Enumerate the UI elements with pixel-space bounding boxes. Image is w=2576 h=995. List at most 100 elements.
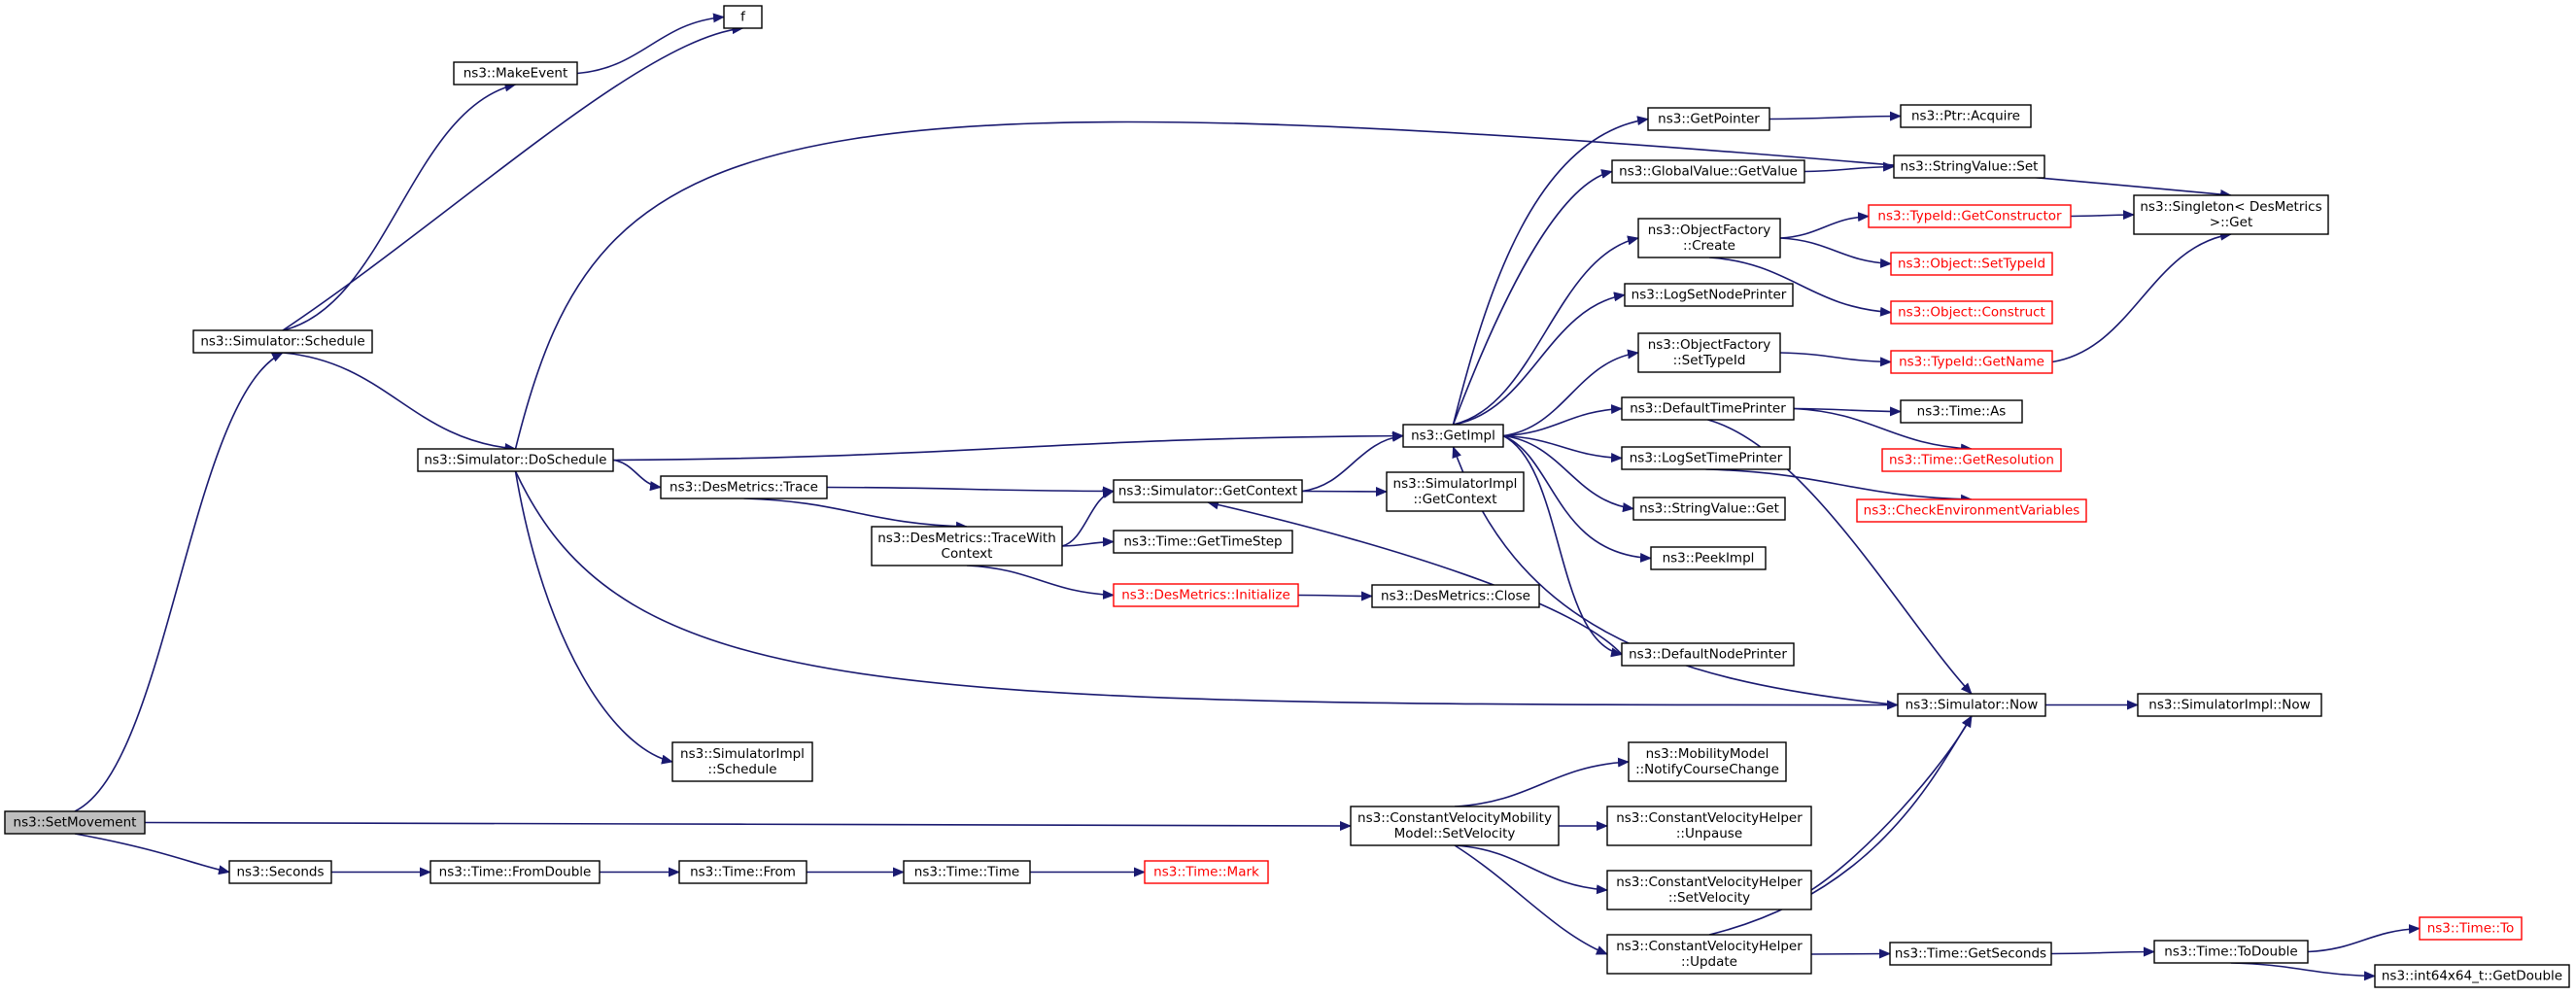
- node-box: [1621, 396, 1795, 421]
- node-typeid-getconstructor[interactable]: ns3::TypeId::GetConstructor: [1868, 204, 2072, 228]
- node-box: [228, 860, 332, 884]
- node-time-to[interactable]: ns3::Time::To: [2419, 916, 2523, 941]
- node-box: [1647, 107, 1770, 131]
- node-box: [671, 741, 813, 782]
- node-schedule[interactable]: ns3::Simulator::Schedule: [192, 329, 373, 354]
- node-box: [1611, 159, 1805, 184]
- edge-doschedule-to-sim_now: [514, 470, 1899, 710]
- node-doschedule[interactable]: ns3::Simulator::DoSchedule: [417, 448, 614, 472]
- node-ptr-acquire[interactable]: ns3::Ptr::Acquire: [1900, 104, 2032, 128]
- edge-getimpl-to-getpointer: [1452, 116, 1649, 426]
- node-of-create[interactable]: ns3::ObjectFactory::Create: [1637, 218, 1781, 258]
- node-cvh-setvelocity[interactable]: ns3::ConstantVelocityHelper::SetVelocity: [1606, 870, 1812, 910]
- node-box: [1606, 806, 1812, 846]
- node-box: [1856, 498, 2087, 523]
- node-typeid-getname[interactable]: ns3::TypeId::GetName: [1890, 350, 2053, 374]
- node-box: [1637, 218, 1781, 258]
- node-time-time[interactable]: ns3::Time::Time: [903, 860, 1031, 884]
- node-box: [453, 61, 578, 86]
- node-simimpl-schedule[interactable]: ns3::SimulatorImpl::Schedule: [671, 741, 813, 782]
- node-object-settypeid[interactable]: ns3::Object::SetTypeId: [1890, 252, 2053, 276]
- node-sv-get[interactable]: ns3::StringValue::Get: [1632, 497, 1786, 521]
- edge-getimpl-to-logsetnodeprinter: [1453, 292, 1626, 426]
- node-label: ::SetVelocity: [1668, 890, 1750, 906]
- node-label: ::Create: [1683, 238, 1735, 254]
- node-gv-getvalue[interactable]: ns3::GlobalValue::GetValue: [1611, 159, 1805, 184]
- node-label: ns3::Ptr::Acquire: [1911, 109, 2020, 124]
- node-desmetrics-trace[interactable]: ns3::DesMetrics::Trace: [660, 475, 828, 499]
- node-box: [429, 860, 601, 884]
- node-box: [1890, 252, 2053, 276]
- node-f[interactable]: f: [723, 5, 763, 29]
- node-setmovement[interactable]: ns3::SetMovement: [4, 810, 146, 835]
- edge-logsettimeprinter-to-checkenv: [1705, 468, 1973, 504]
- node-box: [1868, 204, 2072, 228]
- node-label: ns3::ConstantVelocityMobility: [1357, 810, 1552, 826]
- node-box: [1890, 300, 2053, 325]
- node-time-fromdouble[interactable]: ns3::Time::FromDouble: [429, 860, 601, 884]
- node-checkenv[interactable]: ns3::CheckEnvironmentVariables: [1856, 498, 2087, 523]
- node-gettimestep[interactable]: ns3::Time::GetTimeStep: [1113, 530, 1293, 554]
- edge-makeevent-to-f: [576, 13, 725, 75]
- node-singleton[interactable]: ns3::Singleton< DesMetrics>::Get: [2133, 194, 2329, 235]
- edge-typeid_getname-to-singleton: [2051, 230, 2232, 363]
- node-label: ns3::Singleton< DesMetrics: [2140, 199, 2321, 215]
- node-label: ns3::GlobalValue::GetValue: [1619, 164, 1798, 180]
- node-label: ns3::ConstantVelocityHelper: [1616, 939, 1803, 954]
- edge-getimpl-to-of_create: [1453, 235, 1639, 426]
- node-cvh-unpause[interactable]: ns3::ConstantVelocityHelper::Unpause: [1606, 806, 1812, 846]
- node-int64-getdouble[interactable]: ns3::int64x64_t::GetDouble: [2374, 964, 2570, 988]
- node-defaulttimeprinter[interactable]: ns3::DefaultTimePrinter: [1621, 396, 1795, 421]
- node-logsettimeprinter[interactable]: ns3::LogSetTimePrinter: [1621, 446, 1791, 470]
- node-label: ns3::SimulatorImpl: [680, 746, 805, 762]
- node-cvm-setvelocity[interactable]: ns3::ConstantVelocityMobilityModel::SetV…: [1350, 806, 1560, 846]
- node-logsetnodeprinter[interactable]: ns3::LogSetNodePrinter: [1624, 283, 1794, 307]
- node-defaultnodeprinter[interactable]: ns3::DefaultNodePrinter: [1621, 642, 1795, 667]
- node-time-mark[interactable]: ns3::Time::Mark: [1144, 860, 1269, 884]
- node-box: [723, 5, 763, 29]
- node-label: ns3::Simulator::DoSchedule: [425, 453, 607, 468]
- node-getcontext[interactable]: ns3::Simulator::GetContext: [1113, 479, 1303, 503]
- node-time-from[interactable]: ns3::Time::From: [678, 860, 807, 884]
- edge-getcontext-to-simimpl_getcontext: [1301, 486, 1388, 497]
- node-time-todouble[interactable]: ns3::Time::ToDouble: [2153, 940, 2309, 964]
- node-label: ::GetContext: [1413, 492, 1496, 507]
- node-time-getseconds[interactable]: ns3::Time::GetSeconds: [1889, 942, 2052, 966]
- node-dm-close[interactable]: ns3::DesMetrics::Close: [1371, 584, 1540, 608]
- edge-defaulttimeprinter-to-time_as: [1793, 406, 1902, 417]
- edge-getimpl-to-sv_get: [1502, 434, 1634, 513]
- node-peekimpl[interactable]: ns3::PeekImpl: [1650, 546, 1767, 570]
- node-seconds[interactable]: ns3::Seconds: [228, 860, 332, 884]
- node-mm-notify[interactable]: ns3::MobilityModel::NotifyCourseChange: [1628, 741, 1787, 782]
- node-box: [1350, 806, 1560, 846]
- node-sim-now[interactable]: ns3::Simulator::Now: [1897, 693, 2046, 717]
- node-sv-set[interactable]: ns3::StringValue::Set: [1893, 154, 2045, 179]
- edge-getimpl-to-logsettimeprinter: [1502, 434, 1623, 463]
- node-label: ns3::Object::Construct: [1898, 305, 2045, 321]
- node-label: ns3::GetImpl: [1411, 429, 1495, 444]
- node-time-as[interactable]: ns3::Time::As: [1900, 399, 2023, 424]
- node-box: [1628, 741, 1787, 782]
- node-of-settypeid[interactable]: ns3::ObjectFactory::SetTypeId: [1637, 332, 1781, 373]
- node-getimpl[interactable]: ns3::GetImpl: [1402, 424, 1504, 448]
- node-makeevent[interactable]: ns3::MakeEvent: [453, 61, 578, 86]
- edge-getimpl-to-defaulttimeprinter: [1502, 404, 1623, 437]
- nodes: ns3::SetMovement ns3::Simulator::Schedule…: [4, 5, 2570, 988]
- edge-getimpl-to-peekimpl: [1502, 434, 1652, 563]
- node-getpointer[interactable]: ns3::GetPointer: [1647, 107, 1770, 131]
- edge-dm_initialize-to-dm_close: [1297, 591, 1373, 601]
- node-object-construct[interactable]: ns3::Object::Construct: [1890, 300, 2053, 325]
- edge-of_settypeid-to-typeid_getname: [1779, 352, 1892, 367]
- node-label: ns3::StringValue::Set: [1901, 159, 2039, 175]
- node-box: [1900, 399, 2023, 424]
- edge-getcontext-to-getimpl: [1301, 431, 1404, 493]
- node-time-getresolution[interactable]: ns3::Time::GetResolution: [1881, 448, 2062, 472]
- node-cvh-update[interactable]: ns3::ConstantVelocityHelper::Update: [1606, 934, 1812, 975]
- node-dm-initialize[interactable]: ns3::DesMetrics::Initialize: [1113, 583, 1299, 607]
- node-box: [2153, 940, 2309, 964]
- node-simimpl-getcontext[interactable]: ns3::SimulatorImpl::GetContext: [1386, 471, 1525, 512]
- node-simimpl-now[interactable]: ns3::SimulatorImpl::Now: [2137, 693, 2322, 717]
- node-box: [1632, 497, 1786, 521]
- node-label: ns3::Time::Time: [914, 865, 1019, 880]
